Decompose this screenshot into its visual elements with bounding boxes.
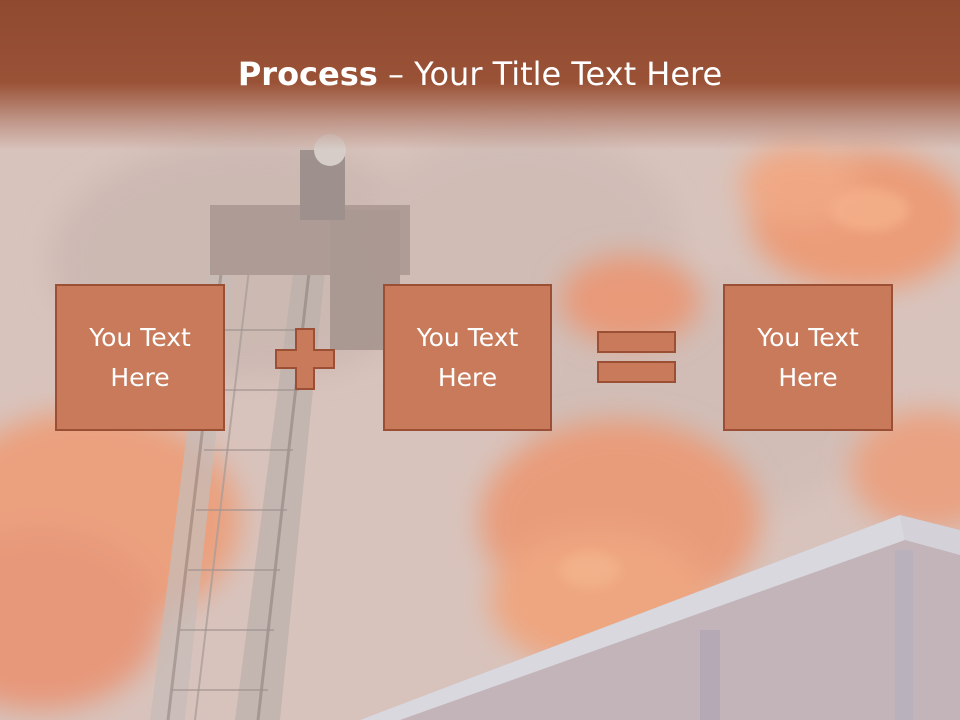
title-bold-word: Process <box>237 55 378 93</box>
box-2-line-2: Here <box>437 362 498 392</box>
box-1-line-1: You Text <box>89 322 191 352</box>
box-1-line-2: Here <box>110 362 170 392</box>
slide-title: Process – Your Title Text Here <box>0 52 960 96</box>
process-box-1: You Text Here <box>55 284 225 431</box>
process-box-2: You Text Here <box>383 284 552 431</box>
plus-icon <box>275 328 335 390</box>
title-text: – Your Title Text Here <box>377 55 723 93</box>
equals-icon <box>597 331 676 383</box>
title-bar <box>0 0 960 150</box>
box-3-line-2: Here <box>778 362 838 392</box>
box-2-line-1: You Text <box>416 322 519 352</box>
process-box-3: You Text Here <box>723 284 893 431</box>
box-3-line-1: You Text <box>757 322 859 352</box>
